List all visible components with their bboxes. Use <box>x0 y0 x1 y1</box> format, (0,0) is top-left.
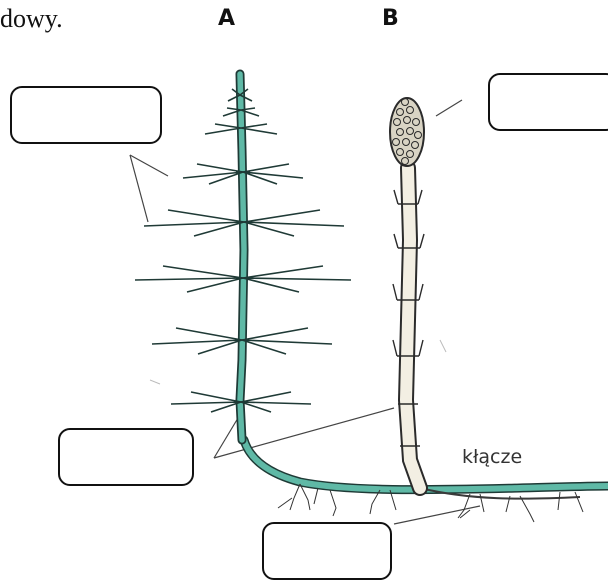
answer-box-top-left[interactable] <box>10 86 162 144</box>
answer-box-bottom[interactable] <box>262 522 392 580</box>
sterile-stem-a <box>135 74 351 440</box>
answer-box-middle-left[interactable] <box>58 428 194 486</box>
answer-box-top-right[interactable] <box>488 73 608 131</box>
fertile-stem-b <box>390 98 424 488</box>
rhizome <box>244 440 608 522</box>
rhizome-label: kłącze <box>462 446 522 468</box>
